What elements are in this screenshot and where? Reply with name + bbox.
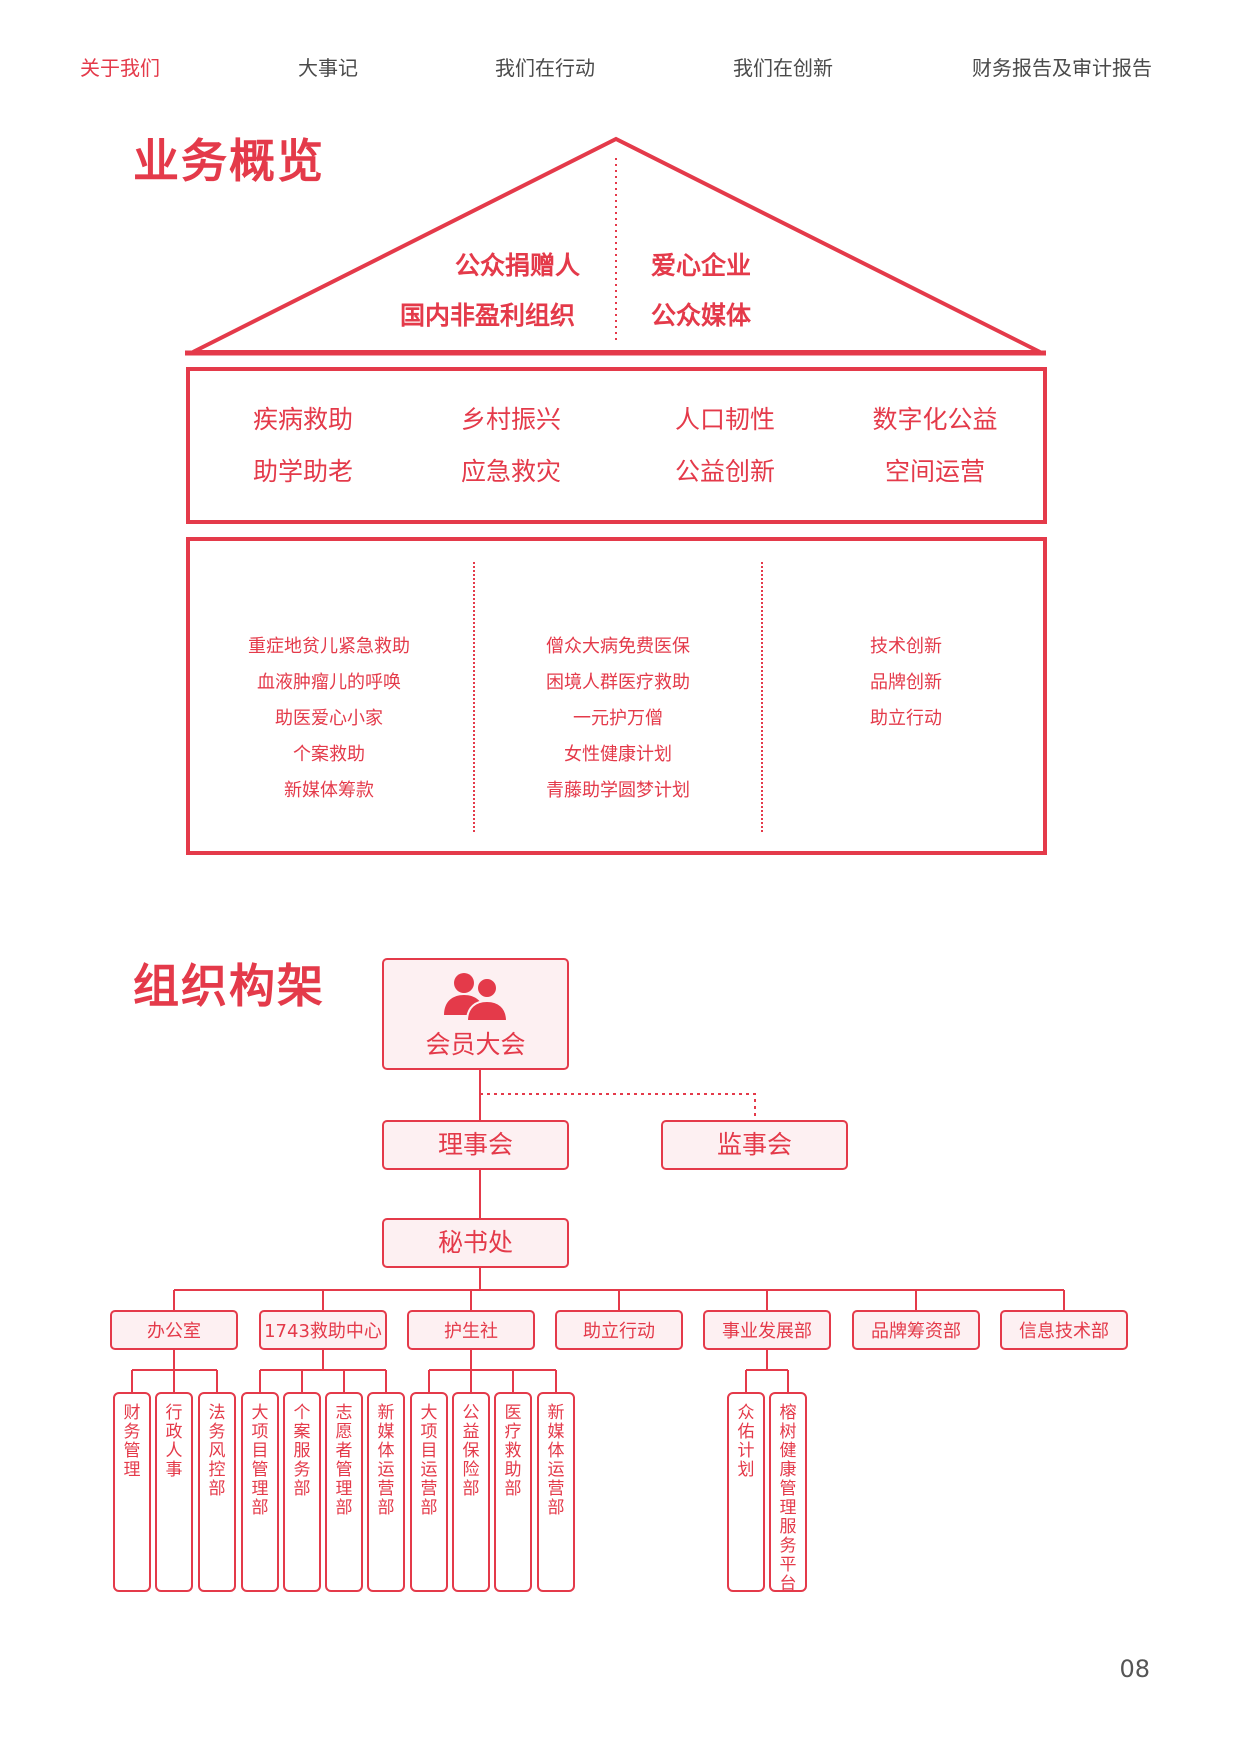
programs-box (186, 537, 1047, 855)
sub-unit-box: 行政人事 (155, 1392, 193, 1592)
sub-unit-box: 个案服务部 (283, 1392, 321, 1592)
roof-item-public-donors: 公众捐赠人 (455, 251, 581, 280)
area-rural-revitalization: 乡村振兴 (460, 405, 561, 434)
dept-zhuli-action: 助立行动 (555, 1310, 683, 1350)
program-column-3: 技术创新 品牌创新 助立行动 (766, 629, 1046, 737)
list-item: 重症地贫儿紧急救助 (248, 636, 410, 657)
list-item: 技术创新 (870, 636, 942, 657)
sub-unit-box: 大项目运营部 (410, 1392, 448, 1592)
area-education-elderly: 助学助老 (252, 457, 353, 486)
roof-triangle (185, 136, 1046, 356)
people-icon (443, 973, 508, 1022)
program-column-1: 重症地贫儿紧急救助 血液肿瘤儿的呼唤 助医爱心小家 个案救助 新媒体筹款 (189, 629, 469, 809)
roof-item-domestic-npo: 国内非盈利组织 (400, 301, 576, 330)
area-emergency-relief: 应急救灾 (460, 457, 561, 486)
dept-office: 办公室 (110, 1310, 238, 1350)
page-number: 08 (1119, 1655, 1150, 1683)
list-item: 女性健康计划 (564, 744, 672, 765)
sub-unit-box: 榕树健康管理服务平台 (769, 1392, 807, 1594)
dept-brand-fundraising: 品牌筹资部 (852, 1310, 980, 1350)
nav-about-us[interactable]: 关于我们 (80, 56, 160, 80)
roof-item-public-media: 公众媒体 (651, 301, 752, 330)
dept-1743-center: 1743救助中心 (259, 1310, 387, 1350)
nav-in-action[interactable]: 我们在行动 (495, 56, 595, 80)
list-item: 助医爱心小家 (275, 708, 383, 729)
list-item: 血液肿瘤儿的呼唤 (257, 672, 401, 693)
list-item: 个案救助 (293, 744, 365, 765)
dept-it: 信息技术部 (1000, 1310, 1128, 1350)
area-digital-charity: 数字化公益 (872, 405, 998, 434)
list-item: 助立行动 (870, 708, 942, 729)
list-item: 一元护万僧 (573, 708, 663, 729)
secretariat-box: 秘书处 (382, 1218, 569, 1268)
roof-item-caring-enterprises: 爱心企业 (651, 251, 752, 280)
sub-unit-box: 财务管理 (113, 1392, 151, 1592)
sub-unit-box: 志愿者管理部 (325, 1392, 363, 1592)
dept-husheng: 护生社 (407, 1310, 535, 1350)
list-item: 新媒体筹款 (284, 780, 374, 801)
overview-title: 业务概览 (133, 134, 325, 188)
supervisors-box: 监事会 (661, 1120, 848, 1170)
members-assembly-box: 会员大会 (382, 958, 569, 1070)
sub-unit-box: 众佑计划 (727, 1392, 765, 1592)
sub-unit-box: 大项目管理部 (241, 1392, 279, 1592)
dept-development: 事业发展部 (703, 1310, 831, 1350)
sub-unit-box: 公益保险部 (452, 1392, 490, 1592)
sub-unit-box: 医疗救助部 (494, 1392, 532, 1592)
area-population-resilience: 人口韧性 (674, 405, 775, 434)
program-column-2: 僧众大病免费医保 困境人群医疗救助 一元护万僧 女性健康计划 青藤助学圆梦计划 (478, 629, 758, 809)
org-title: 组织构架 (133, 959, 325, 1013)
nav-milestones[interactable]: 大事记 (298, 56, 358, 80)
column-divider (473, 562, 475, 832)
list-item: 青藤助学圆梦计划 (546, 780, 690, 801)
list-item: 困境人群医疗救助 (546, 672, 690, 693)
nav-innovating[interactable]: 我们在创新 (733, 56, 833, 80)
list-item: 品牌创新 (870, 672, 942, 693)
nav-financial-report[interactable]: 财务报告及审计报告 (972, 56, 1152, 80)
column-divider (761, 562, 763, 832)
sub-unit-box: 新媒体运营部 (537, 1392, 575, 1592)
area-space-operation: 空间运营 (884, 457, 985, 486)
list-item: 僧众大病免费医保 (546, 636, 690, 657)
business-areas-box (186, 367, 1047, 524)
sub-unit-box: 法务风控部 (198, 1392, 236, 1592)
sub-unit-box: 新媒体运营部 (367, 1392, 405, 1592)
members-assembly-label: 会员大会 (425, 1030, 526, 1059)
area-disease-relief: 疾病救助 (252, 405, 353, 434)
council-box: 理事会 (382, 1120, 569, 1170)
area-charity-innovation: 公益创新 (674, 457, 775, 486)
